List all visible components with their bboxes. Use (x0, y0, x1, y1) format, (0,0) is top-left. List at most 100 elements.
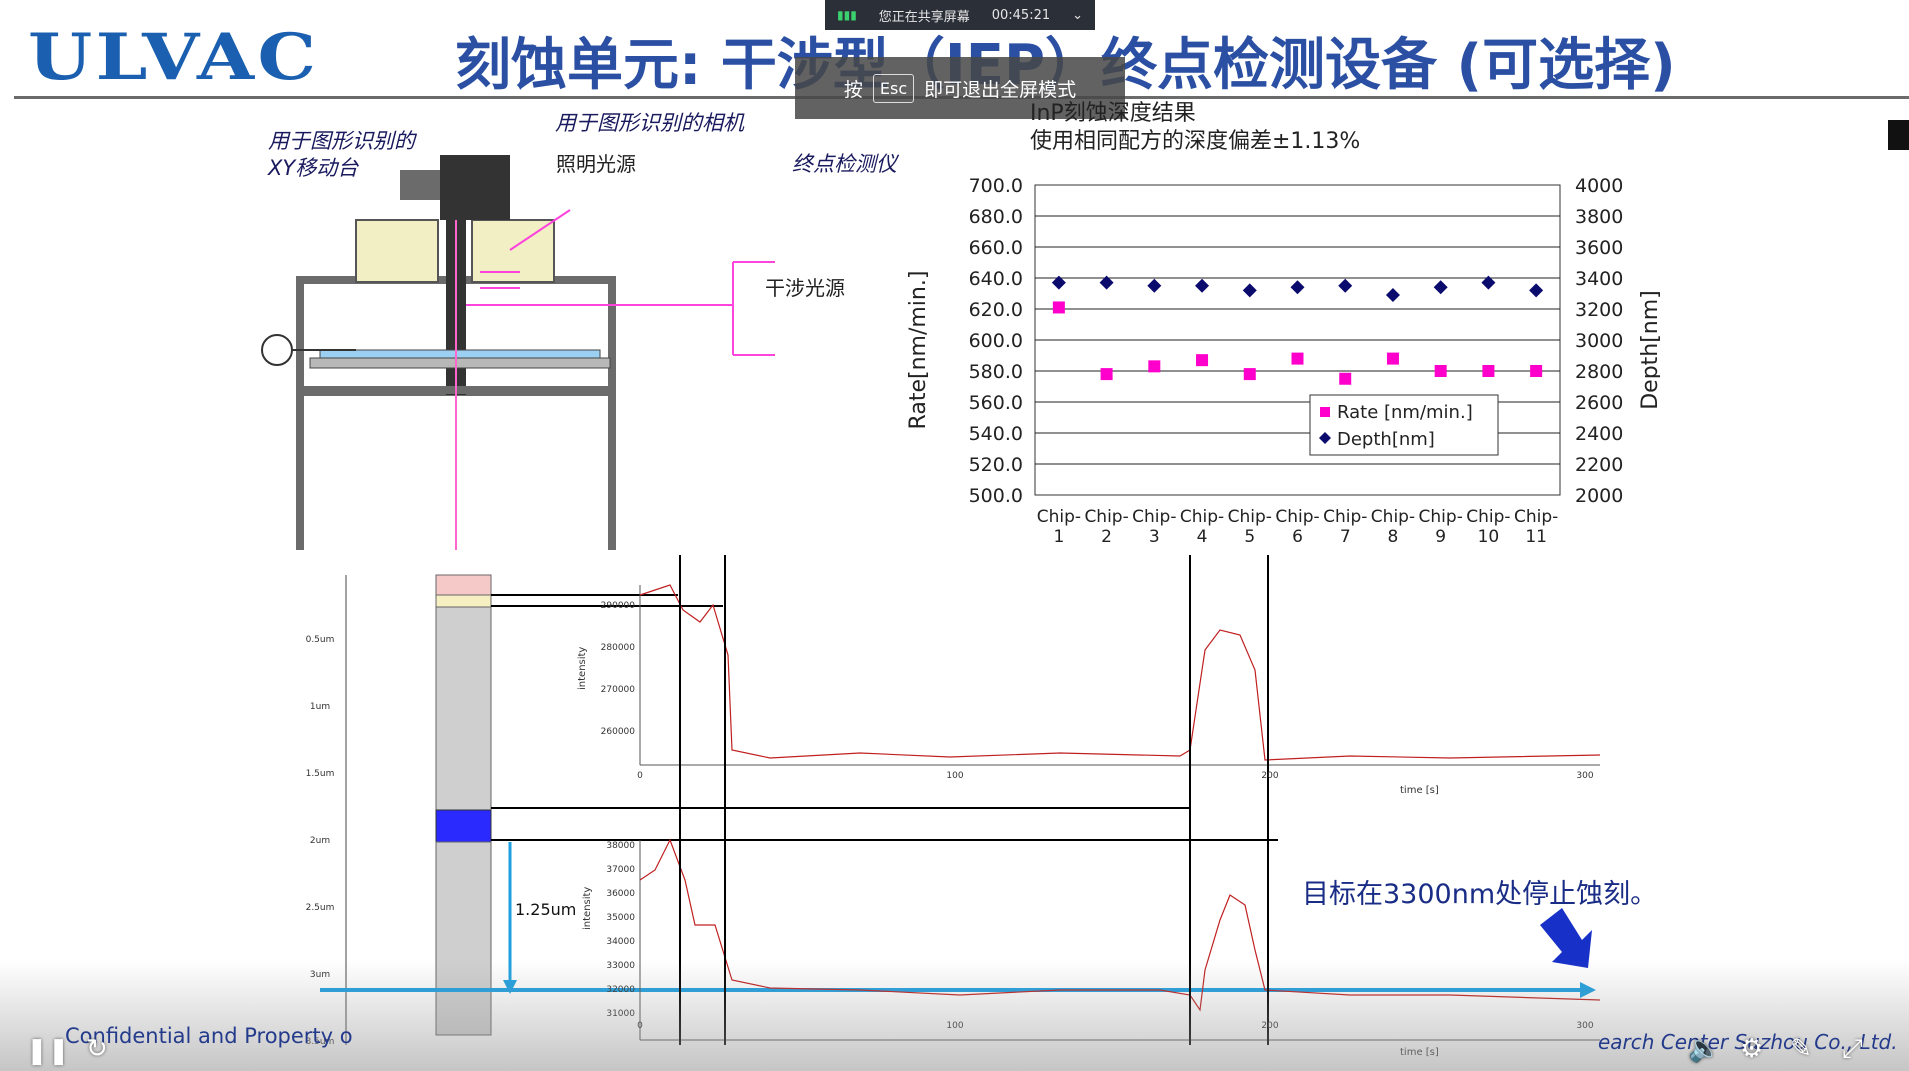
xy-stage-label-2: XY移动台 (268, 156, 359, 180)
top-ylabel: intensity (577, 647, 588, 690)
top-x-tick: 300 (1576, 771, 1593, 781)
depth-point (1195, 278, 1210, 293)
target-annotation: 目标在3300nm处停止蚀刻。 (1302, 879, 1658, 910)
share-status: 您正在共享屏幕 (878, 9, 970, 25)
rate-point (1530, 365, 1543, 377)
y2-tick-label: 2000 (1575, 485, 1623, 507)
y2-tick-label: 2600 (1575, 392, 1623, 414)
x-tick-label-name: Chip- (1323, 507, 1367, 527)
chevron-down-icon[interactable]: ⌄ (1072, 7, 1083, 23)
hint-prefix: 按 (843, 78, 863, 101)
footer-company: earch Center Suzhou Co., Ltd. (1598, 1030, 1898, 1054)
pen-icon[interactable]: ✎ (1790, 1034, 1812, 1064)
pointer-arrow-icon (1540, 908, 1592, 968)
depth-point (1433, 280, 1448, 295)
rate-point (1052, 301, 1065, 314)
results-title: InP刻蚀深度结果 (1030, 101, 1196, 126)
share-time: 00:45:21 (991, 7, 1051, 23)
reload-icon[interactable]: ↻ (86, 1034, 108, 1064)
y-tick-label: 660.0 (969, 237, 1023, 259)
depth-point (1147, 278, 1162, 293)
y-tick-label: 700.0 (969, 175, 1023, 197)
rf-coil-source-icon (261, 334, 293, 366)
x-tick-label-index: 4 (1197, 527, 1208, 547)
fullscreen-icon[interactable]: ⤢ (1842, 1034, 1863, 1064)
legend-box (1309, 394, 1499, 456)
screen-share-bar[interactable]: ▮▮▮ 您正在共享屏幕 00:45:21 ⌄ (825, 0, 1095, 30)
depth-point (1385, 288, 1400, 303)
bottom-y-tick: 38000 (606, 841, 635, 851)
y-tick-label: 560.0 (969, 392, 1023, 414)
rate-point (1434, 365, 1447, 377)
y-axis-title: Rate[nm/min.] (906, 271, 931, 430)
depth-scale-tick: 2um (310, 836, 330, 846)
y2-tick-label: 3200 (1575, 299, 1623, 321)
y-tick-label: 580.0 (969, 361, 1023, 383)
top-x-tick: 200 (1261, 771, 1278, 781)
top-trace (639, 584, 1601, 761)
y2-tick-label: 2200 (1575, 454, 1623, 476)
top-x-tick: 0 (637, 771, 643, 781)
y2-axis-title: Depth[nm] (1638, 290, 1660, 410)
depth-point (1051, 275, 1066, 290)
signal-icon: ▮▮▮ (837, 8, 857, 22)
x-tick-label-name: Chip- (1037, 507, 1081, 527)
results-subtitle: 使用相同配方的深度偏差±1.13% (1030, 129, 1361, 154)
bottom-y-tick: 35000 (606, 913, 635, 923)
top-y-tick: 290000 (601, 601, 636, 611)
legend-rate-swatch (1320, 407, 1330, 417)
x-tick-label-name: Chip- (1466, 507, 1510, 527)
x-tick-label-index: 9 (1435, 527, 1446, 547)
legend-depth-label: Depth[nm] (1337, 429, 1435, 450)
stop-layer (435, 809, 492, 843)
legend-rate-label: Rate [nm/min.] (1337, 402, 1473, 423)
bottom-y-tick: 36000 (606, 889, 635, 899)
y2-tick-label: 3400 (1575, 268, 1623, 290)
depth-scale-tick: 1.5um (306, 769, 335, 779)
camera-housing (440, 155, 510, 220)
rate-point (1291, 352, 1304, 365)
y2-tick-label: 4000 (1575, 175, 1623, 197)
depth-point (1338, 278, 1353, 293)
xy-stage-label-1: 用于图形识别的 (268, 129, 415, 153)
depth-point (1099, 275, 1114, 290)
detector-label: 终点检测仪 (792, 152, 897, 176)
ulvac-logo: ULVAC (28, 20, 320, 95)
depth-scale-tick: 0.5um (306, 635, 335, 645)
player-control-bar (0, 960, 1909, 1071)
results-header: InP刻蚀深度结果 使用相同配方的深度偏差±1.13% (1030, 100, 1360, 156)
rate-point (1196, 354, 1209, 367)
y-tick-label: 540.0 (969, 423, 1023, 445)
rate-point (1100, 368, 1113, 381)
rate-point (1148, 360, 1161, 373)
rate-point (1482, 365, 1495, 377)
y-tick-label: 620.0 (969, 299, 1023, 321)
x-tick-label-name: Chip- (1180, 507, 1224, 527)
depth-marker-label: 1.25um (515, 900, 576, 919)
depth-rate-chart: 700.0680.0660.0640.0620.0600.0580.0560.0… (906, 175, 1660, 547)
x-tick-label-name: Chip- (1514, 507, 1558, 527)
window-plate (319, 349, 601, 359)
bottom-ylabel: intensity (582, 887, 593, 930)
y2-tick-label: 3000 (1575, 330, 1623, 352)
legend-depth-swatch (1319, 432, 1331, 444)
camera-block-left (400, 170, 440, 200)
bottom-y-tick: 37000 (606, 865, 635, 875)
top-y-tick: 280000 (601, 643, 636, 653)
speaker-icon[interactable]: 🔈 (1688, 1034, 1721, 1064)
x-tick-label-index: 8 (1388, 527, 1399, 547)
y-tick-label: 520.0 (969, 454, 1023, 476)
y2-tick-label: 2800 (1575, 361, 1623, 383)
illumination-label: 照明光源 (556, 152, 636, 176)
depth-point (1242, 283, 1257, 298)
depth-point (1481, 275, 1496, 290)
top-xlabel: time [s] (1400, 785, 1439, 796)
x-tick-label-name: Chip- (1228, 507, 1272, 527)
gear-icon[interactable]: ⚙ (1740, 1034, 1764, 1064)
layer-top (435, 574, 492, 596)
side-panel-handle[interactable] (1888, 120, 1909, 150)
pause-icon[interactable]: ❚❚ (26, 1036, 70, 1066)
depth-point (1290, 280, 1305, 295)
x-tick-label-index: 2 (1101, 527, 1112, 547)
x-tick-label-index: 7 (1340, 527, 1351, 547)
